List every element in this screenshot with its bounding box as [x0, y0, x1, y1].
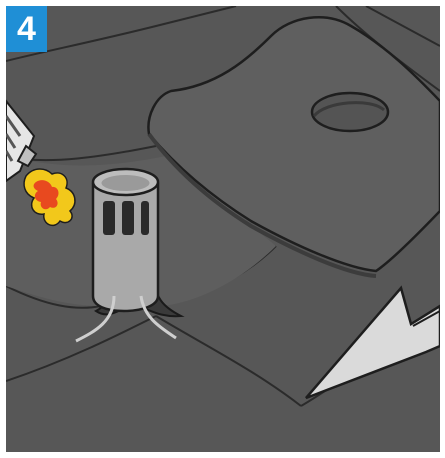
illustration-svg [6, 6, 440, 452]
pipe-top-inner [102, 175, 150, 191]
roof-outlet-illustration [6, 6, 440, 452]
pipe-slot [122, 201, 134, 235]
pipe-slot [141, 201, 149, 235]
pipe-slot [103, 201, 115, 235]
step-number-badge: 4 [6, 6, 47, 52]
flap-hole [312, 93, 388, 131]
